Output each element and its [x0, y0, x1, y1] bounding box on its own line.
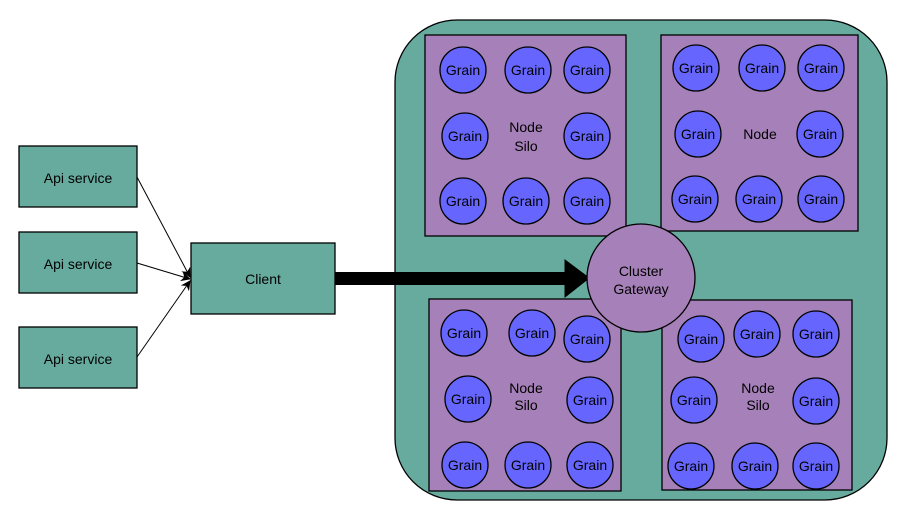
svg-text:Grain: Grain: [742, 191, 776, 207]
svg-text:Grain: Grain: [448, 457, 482, 473]
svg-text:Grain: Grain: [515, 325, 549, 341]
svg-text:Api service: Api service: [44, 170, 113, 186]
silo-1-label-line1: Node: [509, 119, 543, 135]
svg-text:Grain: Grain: [447, 325, 481, 341]
silo-1-label-line2: Silo: [514, 138, 538, 154]
svg-text:Grain: Grain: [573, 392, 607, 408]
svg-text:Client: Client: [245, 271, 281, 287]
grain: Grain: [439, 177, 487, 225]
svg-text:Grain: Grain: [446, 62, 480, 78]
svg-text:Grain: Grain: [799, 393, 833, 409]
api-service-box: Api service: [18, 145, 138, 208]
grain: Grain: [735, 175, 783, 223]
grain: Grain: [563, 177, 611, 225]
svg-text:Grain: Grain: [451, 391, 485, 407]
grain: Grain: [444, 375, 492, 423]
grain: Grain: [441, 441, 489, 489]
silo-2-label-line1: Node: [743, 126, 777, 142]
svg-text:Gateway: Gateway: [613, 281, 668, 297]
svg-text:Grain: Grain: [799, 458, 833, 474]
svg-text:Api service: Api service: [44, 351, 113, 367]
api-service-box: Api service: [18, 231, 138, 294]
svg-text:Grain: Grain: [677, 392, 711, 408]
grain: Grain: [677, 315, 725, 363]
svg-text:Grain: Grain: [448, 128, 482, 144]
grain: Grain: [504, 46, 552, 94]
svg-text:Grain: Grain: [740, 326, 774, 342]
api-to-client-connector: [136, 262, 191, 282]
svg-text:Grain: Grain: [684, 331, 718, 347]
svg-text:Grain: Grain: [678, 191, 712, 207]
api-to-client-connector: [136, 280, 191, 358]
grain: Grain: [797, 175, 845, 223]
svg-text:Grain: Grain: [681, 126, 715, 142]
svg-text:Grain: Grain: [570, 331, 604, 347]
grain: Grain: [738, 44, 786, 92]
svg-text:Grain: Grain: [803, 126, 837, 142]
grain: Grain: [508, 309, 556, 357]
svg-text:Api service: Api service: [44, 256, 113, 272]
svg-text:Grain: Grain: [745, 60, 779, 76]
svg-text:Grain: Grain: [738, 458, 772, 474]
grain: Grain: [504, 441, 552, 489]
svg-text:Grain: Grain: [679, 60, 713, 76]
svg-text:Grain: Grain: [509, 193, 543, 209]
svg-text:Grain: Grain: [511, 457, 545, 473]
svg-text:Grain: Grain: [804, 191, 838, 207]
grain: Grain: [566, 376, 614, 424]
grain: Grain: [797, 44, 845, 92]
grain: Grain: [566, 441, 614, 489]
grain: Grain: [439, 46, 487, 94]
grain: Grain: [563, 46, 611, 94]
grain: Grain: [563, 112, 611, 160]
client-box: Client: [190, 242, 336, 315]
grain: Grain: [733, 310, 781, 358]
grain: Grain: [671, 175, 719, 223]
silo-4-label-line1: Node: [741, 380, 775, 396]
svg-text:Grain: Grain: [511, 62, 545, 78]
silo-3-label-line1: Node: [509, 380, 543, 396]
svg-text:Grain: Grain: [573, 457, 607, 473]
grain: Grain: [792, 310, 840, 358]
silo-4-label-line2: Silo: [746, 397, 770, 413]
grain: Grain: [670, 376, 718, 424]
grain: Grain: [796, 110, 844, 158]
svg-text:Cluster: Cluster: [619, 263, 664, 279]
svg-text:Grain: Grain: [446, 193, 480, 209]
grain: Grain: [792, 442, 840, 490]
svg-text:Grain: Grain: [674, 458, 708, 474]
grain: Grain: [563, 315, 611, 363]
svg-text:Grain: Grain: [570, 193, 604, 209]
client-to-gateway-arrow: [335, 259, 590, 299]
svg-text:Grain: Grain: [804, 60, 838, 76]
api-to-client-connector: [136, 176, 191, 278]
grain: Grain: [441, 112, 489, 160]
grain: Grain: [440, 309, 488, 357]
grain: Grain: [674, 110, 722, 158]
grain: Grain: [792, 377, 840, 425]
grain: Grain: [667, 442, 715, 490]
grain: Grain: [502, 177, 550, 225]
silo-3-label-line2: Silo: [514, 397, 538, 413]
grain: Grain: [731, 442, 779, 490]
cluster-gateway: Cluster Gateway: [586, 223, 696, 333]
svg-text:Grain: Grain: [799, 326, 833, 342]
svg-text:Grain: Grain: [570, 62, 604, 78]
grain: Grain: [672, 44, 720, 92]
svg-text:Grain: Grain: [570, 128, 604, 144]
api-service-box: Api service: [18, 326, 138, 389]
